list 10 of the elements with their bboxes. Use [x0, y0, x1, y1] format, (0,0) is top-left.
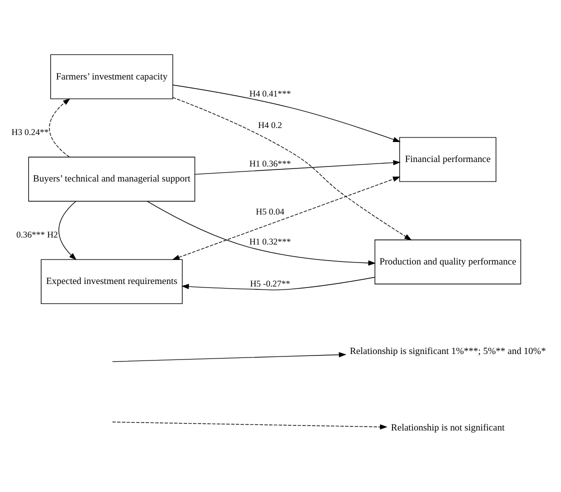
edge-label: H4 0.2	[258, 120, 282, 130]
edge-label: 0.36*** H2	[16, 229, 58, 240]
edge-label: H5 0.04	[256, 206, 284, 217]
edge-label: H1 0.36***	[249, 158, 291, 169]
legend-label: Relationship is significant 1%***; 5%** and 10%*	[350, 346, 546, 357]
edge-label: H5 -0.27**	[250, 278, 290, 289]
edge-label: H4 0.41***	[249, 88, 291, 99]
legend-label: Relationship is not significant	[391, 424, 505, 434]
edge-label: H3 0.24**	[11, 127, 49, 138]
edge-label: H1 0.32***	[249, 236, 291, 247]
